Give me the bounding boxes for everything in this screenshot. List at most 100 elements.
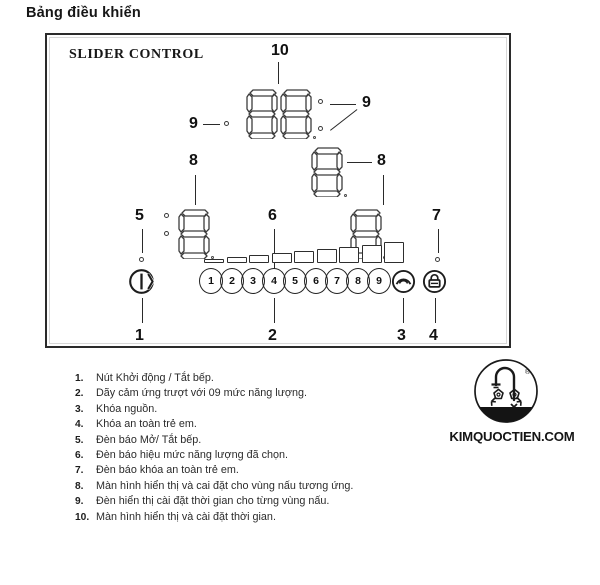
legend-label: Nút Khởi động / Tắt bếp. [96, 372, 214, 384]
slider-level-3-label: 3 [250, 275, 256, 287]
callout-2: 2 [268, 327, 277, 344]
slider-level-bars[interactable] [204, 241, 404, 263]
power-standby-icon[interactable] [128, 268, 155, 295]
callout-5-leader [142, 229, 143, 253]
callout-7-leader [438, 229, 439, 253]
slider-level-9[interactable]: 9 [367, 268, 391, 294]
left-zone-led-upper [164, 213, 169, 218]
callout-10: 10 [271, 42, 289, 59]
slider-control-label: SLIDER CONTROL [69, 47, 204, 62]
callout-2-leader [274, 298, 275, 323]
callout-4-leader [435, 298, 436, 323]
child-lock-indicator-led [435, 257, 440, 262]
timer-display-digit-2 [280, 87, 314, 139]
slider-bar-8[interactable] [361, 245, 382, 263]
svg-text:®: ® [525, 368, 531, 376]
legend-label: Khóa an toàn trẻ em. [96, 418, 197, 431]
slider-bar-6[interactable] [316, 249, 337, 263]
legend-label: Dãy cảm ứng trượt với 09 mức năng lượng. [96, 387, 307, 400]
callout-1: 1 [135, 327, 144, 344]
callout-9-left-leader [203, 124, 220, 125]
callout-3: 3 [397, 327, 406, 344]
slider-bar-2[interactable] [226, 257, 247, 263]
child-lock-padlock-icon[interactable] [422, 269, 447, 294]
timer-display-digit-1 [246, 87, 280, 139]
slider-bar-9[interactable] [384, 242, 404, 263]
legend-label: Màn hình hiển thị và cai đặt cho vùng nấ… [96, 479, 354, 492]
callout-6: 6 [268, 207, 277, 224]
legend-label: Màn hình hiển thị và cài đặt thời gian. [96, 510, 276, 523]
list-item: 3. Khóa nguồn. [70, 403, 430, 415]
legend-number: 8. [75, 480, 84, 492]
callout-6-leader [274, 229, 275, 269]
legend-label: Đèn hiển thị cài đặt thời gian cho từng … [96, 495, 330, 508]
list-item: 5. Đèn báo Mở/ Tắt bếp. [70, 434, 430, 446]
slider-level-5-label: 5 [292, 275, 298, 287]
legend-label: Đèn báo Mở/ Tắt bếp. [96, 433, 202, 446]
legend-number: 9. [75, 496, 84, 508]
timer-led-top-right [318, 99, 323, 104]
slider-level-9-label: 9 [376, 275, 382, 287]
legend-number: 1. [75, 373, 84, 384]
callout-5: 5 [135, 207, 144, 224]
callout-9-right: 9 [362, 94, 371, 111]
legend-number: 10. [75, 511, 90, 523]
callout-7: 7 [432, 207, 441, 224]
legend-number: 3. [75, 403, 84, 415]
control-panel-frame: SLIDER CONTROL 10 [45, 33, 511, 348]
callout-9-right-leader-bottom [330, 109, 358, 131]
list-item: 9. Đèn hiển thị cài đặt thời gian cho từ… [70, 495, 430, 507]
power-lock-icon[interactable] [391, 269, 416, 294]
list-item: 8. Màn hình hiển thị và cai đặt cho vùng… [70, 480, 430, 492]
timer-led-bottom-right [318, 126, 323, 131]
callout-8-right-leader-v [383, 175, 384, 205]
slider-level-7-label: 7 [334, 275, 340, 287]
slider-bar-3[interactable] [249, 255, 269, 263]
left-zone-decimal-point [211, 256, 215, 260]
callout-1-leader [142, 298, 143, 323]
slider-level-2-label: 2 [229, 275, 235, 287]
watermark: ® KIMQUOCTIEN.COM [449, 357, 594, 444]
callout-8-left: 8 [189, 152, 198, 169]
center-zone-decimal-point [344, 194, 348, 198]
slider-level-9-ring [367, 268, 391, 294]
list-item: 10. Màn hình hiển thị và cài đặt thời gi… [70, 511, 430, 523]
callout-8-left-leader [195, 175, 196, 205]
legend-number: 4. [75, 419, 84, 431]
slider-level-1-label: 1 [208, 275, 214, 287]
list-item: 7. Đèn báo khóa an toàn trẻ em. [70, 464, 430, 476]
legend-number: 7. [75, 465, 84, 477]
slider-touch-strip[interactable]: 1 2 3 4 5 6 7 8 [199, 268, 391, 294]
slider-bar-5[interactable] [294, 251, 314, 263]
left-zone-display [178, 207, 212, 259]
power-indicator-led [139, 257, 144, 262]
page-title: Bảng điều khiển [26, 5, 141, 21]
list-item: 4. Khóa an toàn trẻ em. [70, 418, 430, 430]
list-item: 6. Đèn báo hiệu mức năng lượng đã chọn. [70, 449, 430, 461]
faucet-emblem-logo-icon: ® [472, 357, 594, 425]
watermark-brand-text: KIMQUOCTIEN.COM [449, 429, 575, 444]
legend-number: 6. [75, 449, 84, 461]
legend-number: 2. [75, 388, 84, 400]
legend-label: Khóa nguồn. [96, 402, 158, 415]
legend-number: 5. [75, 434, 84, 446]
slider-bar-4[interactable] [271, 253, 292, 263]
legend-label: Đèn báo khóa an toàn trẻ em. [96, 464, 239, 477]
slider-bar-1[interactable] [204, 259, 224, 263]
callout-4: 4 [429, 327, 438, 344]
callout-9-left: 9 [189, 115, 198, 132]
timer-decimal-point [313, 136, 317, 140]
left-zone-led-lower [164, 231, 169, 236]
list-item: 1. Nút Khởi động / Tắt bếp. [70, 372, 430, 384]
slider-bar-7[interactable] [339, 247, 359, 263]
list-item: 2. Dãy cảm ứng trượt với 09 mức năng lượ… [70, 387, 430, 399]
slider-level-6-label: 6 [313, 275, 319, 287]
slider-level-4-label: 4 [271, 275, 277, 287]
callout-8-right-leader-h [347, 162, 372, 163]
callout-3-leader [403, 298, 404, 323]
timer-led-left [224, 121, 229, 126]
callout-10-leader [278, 62, 279, 84]
center-zone-display [311, 145, 345, 197]
callout-9-right-leader-top [330, 104, 356, 105]
slider-level-8-label: 8 [355, 275, 361, 287]
